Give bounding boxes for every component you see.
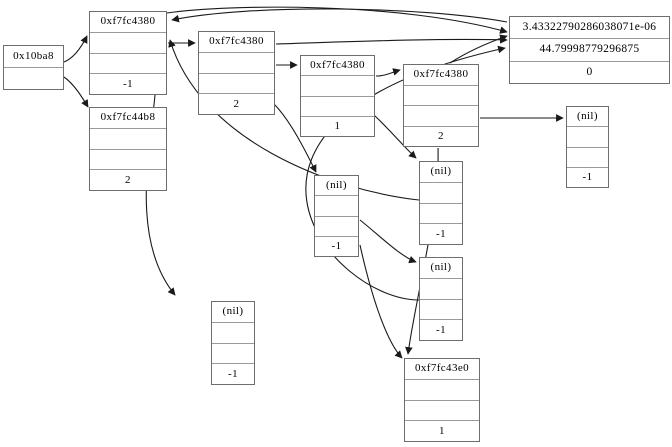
node-f7fc4380-d[interactable]: 0xf7fc4380 2 — [403, 64, 479, 147]
node-cell-value: (nil) — [212, 302, 254, 323]
node-cell-empty — [199, 74, 274, 95]
node-cell-value: 2 — [438, 129, 444, 142]
node-cell-value: -1 — [228, 367, 238, 380]
nil-node-center[interactable]: (nil) -1 — [314, 175, 359, 257]
node-cell-empty — [199, 53, 274, 74]
node-cell-empty — [405, 380, 479, 401]
node-cell-empty — [404, 86, 478, 106]
node-f7fc44b8[interactable]: 0xf7fc44b8 2 — [89, 107, 167, 191]
node-cell-empty — [212, 323, 254, 344]
edge-n5-to-vals — [449, 34, 508, 64]
node-cell-value: -1 — [123, 77, 133, 90]
node-cell-empty — [301, 97, 374, 117]
node-cell-empty — [301, 76, 374, 97]
node-cell-value: -1 — [331, 239, 342, 252]
node-cell-value: -1 — [436, 323, 446, 336]
node-cell-value: 2 — [125, 173, 131, 186]
edge-n1-to-vals — [166, 6, 508, 34]
node-cell-value: (nil) — [420, 258, 462, 279]
node-cell-empty — [315, 196, 358, 217]
nil-node-right[interactable]: (nil) -1 — [566, 106, 609, 188]
node-cell-value: 0xf7fc4380 — [404, 65, 478, 86]
node-cell-empty — [405, 401, 479, 422]
node-cell-value: (nil) — [567, 107, 608, 128]
node-cell-empty — [90, 33, 166, 54]
edge-n3-to-vals — [275, 35, 508, 45]
node-cell-value: (nil) — [315, 176, 358, 197]
node-cell-value: 3.43322790286038071e-06 — [510, 17, 669, 40]
root-pointer-node[interactable]: 0x10ba8 — [3, 45, 64, 90]
node-cell-empty — [90, 129, 166, 150]
edge-backedge-top — [171, 8, 508, 23]
node-f7fc43e0[interactable]: 0xf7fc43e0 1 — [404, 358, 480, 442]
node-cell-empty — [420, 300, 462, 321]
node-cell-value: 0xf7fc4380 — [301, 56, 374, 77]
node-cell-value: (nil) — [420, 162, 462, 183]
node-cell-value: 2 — [233, 97, 240, 110]
node-cell-empty — [420, 183, 462, 204]
node-cell-empty — [315, 217, 358, 237]
node-f7fc4380-b[interactable]: 0xf7fc4380 2 — [198, 31, 275, 115]
node-cell-value: 0xf7fc44b8 — [90, 108, 166, 129]
edge-nilB-to-n1 — [168, 39, 420, 201]
node-f7fc4380-a[interactable]: 0xf7fc4380 -1 — [89, 11, 167, 95]
edge-n4-to-nilB — [373, 114, 417, 159]
node-cell-value: 44.79998779296875 — [510, 39, 669, 62]
node-cell-value: -1 — [582, 170, 593, 183]
edge-root-to-n2 — [63, 76, 89, 108]
edge-nilC-to-n6 — [359, 244, 403, 359]
edge-nilC-to-nilD — [359, 219, 417, 264]
node-cell-value: 0x10ba8 — [4, 46, 63, 68]
nil-node-lower-mid[interactable]: (nil) -1 — [419, 257, 463, 341]
node-cell-empty — [420, 204, 462, 225]
node-cell-empty — [404, 106, 478, 127]
node-cell-empty — [567, 148, 608, 168]
node-cell-value: -1 — [436, 227, 446, 240]
edge-root-to-n1 — [63, 35, 88, 63]
node-cell-value: 1 — [334, 119, 341, 132]
node-cell-value: 0xf7fc43e0 — [405, 359, 479, 380]
node-cell-empty — [212, 344, 254, 365]
node-cell-empty — [4, 68, 63, 89]
node-cell-empty — [90, 54, 166, 75]
edge-nilD-to-vals — [305, 45, 506, 301]
node-cell-value: 0xf7fc4380 — [199, 32, 274, 53]
edge-n3-to-nilC — [273, 103, 317, 173]
nil-node-bottom-left[interactable]: (nil) -1 — [211, 301, 255, 385]
node-cell-empty — [90, 150, 166, 171]
node-cell-value: 1 — [439, 424, 445, 437]
node-f7fc4380-c[interactable]: 0xf7fc4380 1 — [300, 55, 375, 137]
node-cell-empty — [567, 127, 608, 148]
edge-n4-to-n5 — [375, 68, 401, 77]
node-cell-empty — [420, 279, 462, 300]
nil-node-upper-mid[interactable]: (nil) -1 — [419, 161, 463, 245]
node-cell-value: 0 — [586, 65, 593, 78]
node-cell-value: 0xf7fc4380 — [90, 12, 166, 33]
